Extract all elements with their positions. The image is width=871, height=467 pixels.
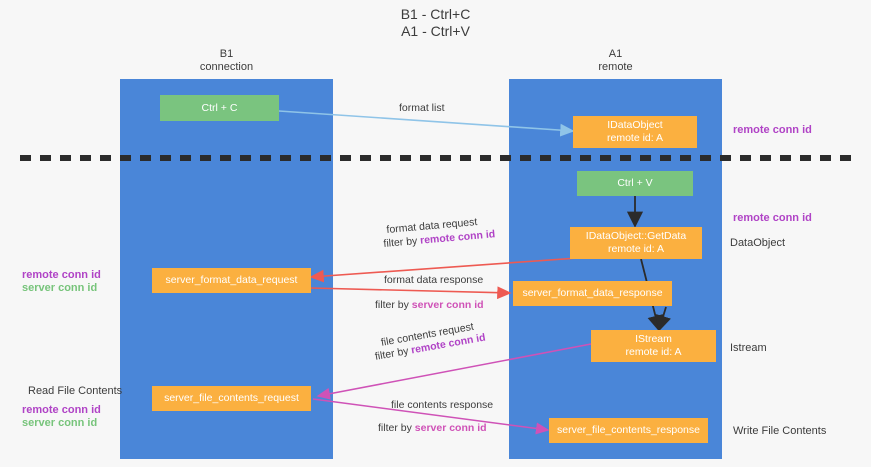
filter-value-server-conn-id-1: server conn id [411, 299, 484, 311]
annotation-left-remote-conn-id: remote conn id [22, 269, 101, 281]
node-server-format-data-response[interactable]: server_format_data_response [513, 281, 672, 306]
filter-prefix-3: filter by [374, 344, 413, 363]
arrow-format-data-response [310, 286, 512, 300]
filter-prefix-2: filter by [375, 299, 412, 311]
node-ctrl-v[interactable]: Ctrl + V [577, 171, 693, 196]
annotation-read-file-contents: Read File Contents [28, 385, 123, 397]
filter-prefix-1: filter by [383, 234, 421, 250]
node-ctrl-c[interactable]: Ctrl + C [160, 95, 279, 121]
node-server-file-contents-response[interactable]: server_file_contents_response [549, 418, 708, 443]
label-file-contents-response-filter: filter by server conn id [378, 422, 487, 435]
node-idataobject[interactable]: IDataObject remote id: A [573, 116, 697, 148]
node-server-file-contents-request[interactable]: server_file_contents_request [152, 386, 311, 411]
annotation-remote-conn-id-mid: remote conn id [733, 212, 812, 224]
annotation-left-remote-conn-id-2: remote conn id [22, 404, 101, 416]
node-ctrl-c-label: Ctrl + C [201, 101, 238, 114]
page-title: B1 - Ctrl+C A1 - Ctrl+V [0, 6, 871, 40]
node-server-file-contents-response-label: server_file_contents_response [556, 424, 700, 436]
label-file-contents-response: file contents response [391, 399, 494, 411]
annotation-remote-conn-id-top: remote conn id [733, 124, 812, 136]
node-ctrl-v-label: Ctrl + V [617, 177, 653, 189]
lane-header-b1: B1 connection [120, 48, 333, 74]
node-server-file-contents-request-label: server_file_contents_request [164, 392, 299, 404]
title-line-1: B1 - Ctrl+C [400, 6, 471, 22]
lane-header-a1: A1 remote [509, 48, 722, 74]
lane-header-b1-name: B1 [219, 48, 234, 60]
lane-header-a1-sub: remote [598, 61, 633, 73]
label-format-data-response: format data response [384, 274, 484, 286]
label-format-list: format list [399, 102, 445, 114]
node-server-format-data-request[interactable]: server_format_data_request [152, 268, 311, 293]
annotation-write-file-contents: Write File Contents [733, 425, 827, 437]
node-getdata-line1: IDataObject::GetData [585, 230, 687, 242]
node-idataobject-line2: remote id: A [606, 132, 664, 144]
filter-value-server-conn-id-2: server conn id [414, 422, 487, 434]
node-istream-line1: IStream [635, 333, 672, 345]
lane-header-a1-name: A1 [608, 48, 623, 60]
node-server-format-data-response-label: server_format_data_response [522, 287, 663, 299]
node-idataobject-getdata[interactable]: IDataObject::GetData remote id: A [570, 227, 702, 259]
label-format-data-response-filter: filter by server conn id [375, 299, 484, 312]
annotation-istream: Istream [730, 342, 767, 354]
node-istream-line2: remote id: A [625, 346, 682, 358]
node-getdata-line2: remote id: A [607, 243, 665, 255]
node-server-format-data-request-label: server_format_data_request [165, 274, 298, 286]
title-line-2: A1 - Ctrl+V [401, 23, 470, 39]
annotation-left-server-conn-id: server conn id [22, 282, 98, 294]
lane-header-b1-sub: connection [199, 61, 254, 73]
annotation-left-server-conn-id-2: server conn id [22, 417, 98, 429]
annotation-dataobject: DataObject [730, 237, 786, 249]
node-istream[interactable]: IStream remote id: A [591, 330, 716, 362]
filter-prefix-4: filter by [378, 422, 415, 434]
node-idataobject-line1: IDataObject [607, 119, 663, 131]
